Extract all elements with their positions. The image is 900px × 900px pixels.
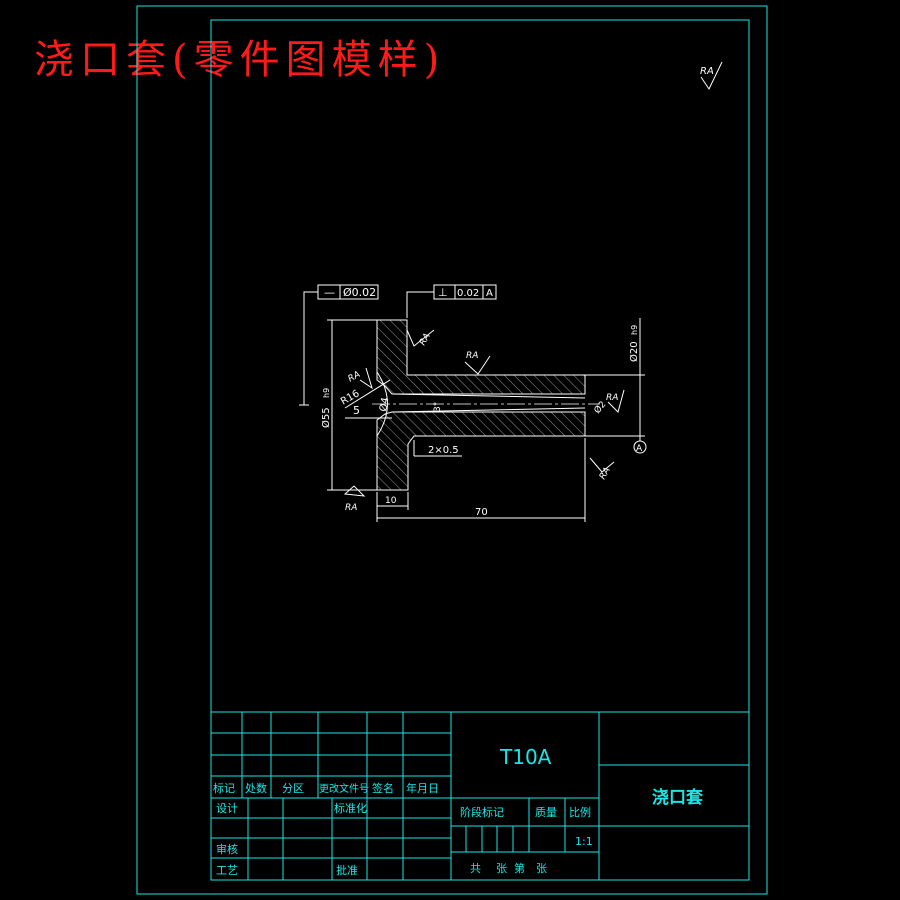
dimension-body-diameter: Ø20 h9 xyxy=(585,318,645,437)
svg-text:RA: RA xyxy=(418,332,433,348)
roughness-flange-bottom: RA xyxy=(343,485,366,513)
scale-text: 1:1 xyxy=(575,835,593,848)
header-label-0: 标记 xyxy=(213,781,235,795)
header-label-4: 签名 xyxy=(372,781,394,795)
row-process: 工艺 xyxy=(216,864,238,877)
page-title: 浇口套(零件图模样) xyxy=(34,37,446,83)
svg-text:RA: RA xyxy=(345,503,357,513)
part-section xyxy=(372,319,600,491)
dimension-taper: 3° xyxy=(433,402,443,412)
dimension-flange-thickness: 10 xyxy=(376,492,409,522)
straightness-symbol: — xyxy=(324,286,335,299)
svg-text:RA: RA xyxy=(598,466,613,482)
flange-thickness-text: 10 xyxy=(385,496,397,506)
perpendicularity-value: 0.02 xyxy=(457,288,479,299)
part-name-text: 浇口套 xyxy=(652,787,704,808)
tolerance-frame-perpendicularity: ⊥ 0.02 A xyxy=(406,284,497,318)
stage-mark-label: 阶段标记 xyxy=(460,805,504,819)
dimension-depth: 5 xyxy=(345,404,392,419)
sheet-label-1: 张 xyxy=(496,862,507,875)
material-text: T10A xyxy=(499,745,552,769)
total-length-text: 70 xyxy=(475,507,488,518)
depth-text: 5 xyxy=(353,404,360,417)
row-design: 设计 xyxy=(216,802,238,815)
weight-label: 质量 xyxy=(535,806,557,819)
header-label-5: 年月日 xyxy=(406,781,439,795)
dimension-chamfer: 2×0.5 xyxy=(413,440,462,457)
perpendicularity-symbol: ⊥ xyxy=(438,286,448,299)
dimension-bore: Ø4 xyxy=(377,396,391,412)
header-label-3: 更改文件号 xyxy=(319,782,369,795)
roughness-symbol-global: RA xyxy=(700,61,723,91)
sheet-nth-label: 第 xyxy=(514,861,525,875)
svg-text:RA: RA xyxy=(466,351,478,361)
spherical-recess xyxy=(376,371,388,437)
datum-letter: A xyxy=(636,444,643,454)
roughness-exit: RA xyxy=(606,389,625,413)
sheet-label-2: 张 xyxy=(536,862,547,875)
inner-frame xyxy=(210,19,750,881)
chamfer-text: 2×0.5 xyxy=(428,445,459,456)
bore-line-top xyxy=(391,393,586,399)
row-standardization: 标准化 xyxy=(334,801,367,815)
flange-upper xyxy=(376,319,586,395)
outer-frame xyxy=(136,5,768,895)
straightness-value: Ø0.02 xyxy=(343,286,376,299)
svg-text:RA: RA xyxy=(347,370,363,385)
perpendicularity-datum: A xyxy=(486,288,493,299)
body-diameter-text: Ø20 xyxy=(628,341,640,362)
scale-label: 比例 xyxy=(569,805,591,819)
roughness-body-bottom: RA xyxy=(589,457,615,482)
flange-diameter-text: Ø55 xyxy=(320,407,332,428)
row-review: 审核 xyxy=(216,842,238,856)
dimension-flange-diameter: Ø55 h9 xyxy=(320,319,377,491)
flange-lower xyxy=(376,411,586,491)
roughness-body-top: RA xyxy=(464,351,491,375)
title-block: T10A 浇口套 1:1 标记 处数 分区 更改文件号 签名 年月日 设计 标准… xyxy=(210,711,750,881)
roughness-sphere: RA xyxy=(347,367,373,390)
tolerance-frame-straightness: — Ø0.02 xyxy=(299,284,379,406)
svg-text:RA: RA xyxy=(606,393,618,403)
bore-text: Ø4 xyxy=(377,396,391,412)
roughness-flange-top: RA xyxy=(406,329,435,348)
dimension-total-length: 70 xyxy=(377,438,586,522)
datum-a: A xyxy=(633,436,647,454)
header-label-1: 处数 xyxy=(245,782,267,795)
flange-fit-text: h9 xyxy=(322,388,331,398)
row-approve: 批准 xyxy=(336,863,358,877)
taper-text: 3° xyxy=(433,402,443,412)
sheet-total-label: 共 xyxy=(470,862,481,875)
body-fit-text: h9 xyxy=(630,325,639,335)
bore-line-bottom xyxy=(391,407,586,413)
header-label-2: 分区 xyxy=(282,782,304,795)
roughness-label: RA xyxy=(700,66,714,77)
